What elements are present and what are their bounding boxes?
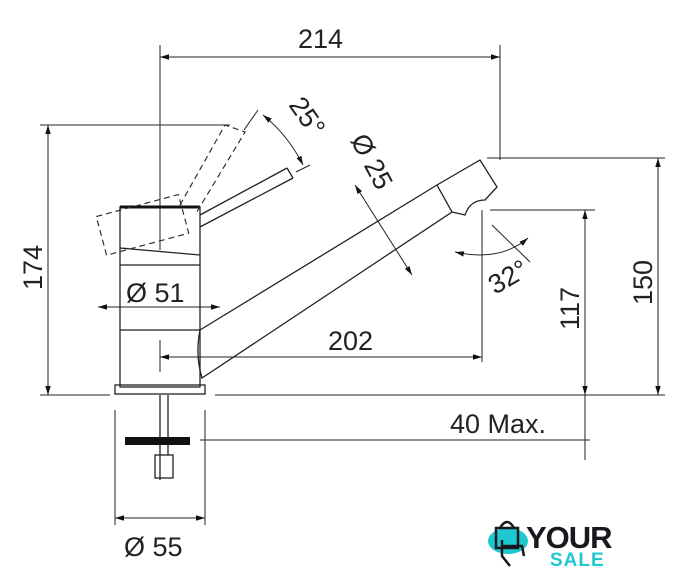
your-sale-logo: YOUR SALE	[486, 520, 626, 572]
extension-lines	[40, 45, 665, 525]
faucet	[95, 124, 498, 480]
dim-base-diameter: Ø 55	[124, 532, 183, 562]
dim-202: 202	[328, 326, 373, 356]
logo-text-sale: SALE	[550, 550, 605, 571]
dimension-lines	[45, 54, 661, 521]
dim-lever-angle: 25°	[283, 91, 331, 142]
shopping-bag-hand-icon	[488, 520, 528, 567]
logo-text-your: YOUR	[526, 520, 613, 555]
dim-214: 214	[298, 24, 343, 54]
dim-spout-diameter: Ø 25	[345, 129, 399, 195]
dim-body-diameter: Ø 51	[126, 278, 185, 308]
dim-outlet-angle: 32°	[483, 254, 533, 300]
dim-174: 174	[18, 245, 48, 290]
dim-150: 150	[628, 260, 658, 305]
dim-117: 117	[555, 287, 585, 330]
dim-40-max: 40 Max.	[450, 409, 546, 439]
gasket	[125, 437, 190, 445]
